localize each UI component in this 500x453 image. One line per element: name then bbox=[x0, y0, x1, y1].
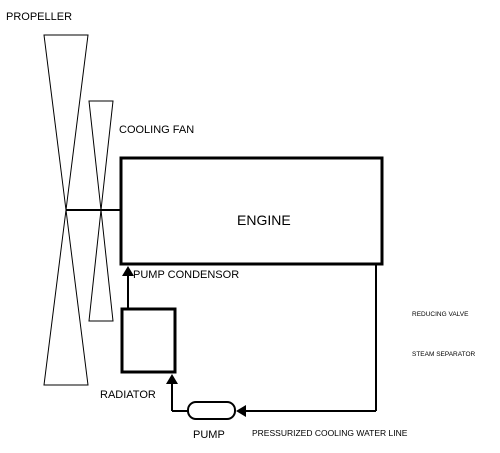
radiator-label: RADIATOR bbox=[100, 389, 156, 401]
steam-separator-label: STEAM SEPARATOR bbox=[412, 351, 476, 358]
propeller-blade-bottom bbox=[43, 209, 89, 386]
pump-label: PUMP bbox=[193, 429, 225, 441]
pump-condensor-label: PUMP CONDENSOR bbox=[133, 269, 239, 281]
pressurized-cooling-water-line-label: PRESSURIZED COOLING WATER LINE bbox=[252, 428, 408, 438]
engine-block bbox=[119, 156, 384, 266]
cooling-fan-label: COOLING FAN bbox=[119, 124, 194, 136]
reducing-valve-label: REDUCING VALVE bbox=[412, 311, 469, 318]
radiator-body bbox=[120, 307, 177, 374]
propeller-label: PROPELLER bbox=[6, 11, 72, 23]
propeller-blade-top bbox=[43, 34, 89, 211]
engine-label: ENGINE bbox=[237, 212, 291, 228]
cooling-fan-blade-bottom bbox=[88, 209, 114, 322]
engine-inlet-arrowhead bbox=[122, 266, 134, 276]
cooling-fan-blade-top bbox=[88, 100, 114, 211]
pump-body bbox=[187, 401, 236, 420]
radiator-inlet-arrowhead bbox=[166, 374, 178, 384]
pressurized-line-arrowhead bbox=[236, 405, 246, 417]
